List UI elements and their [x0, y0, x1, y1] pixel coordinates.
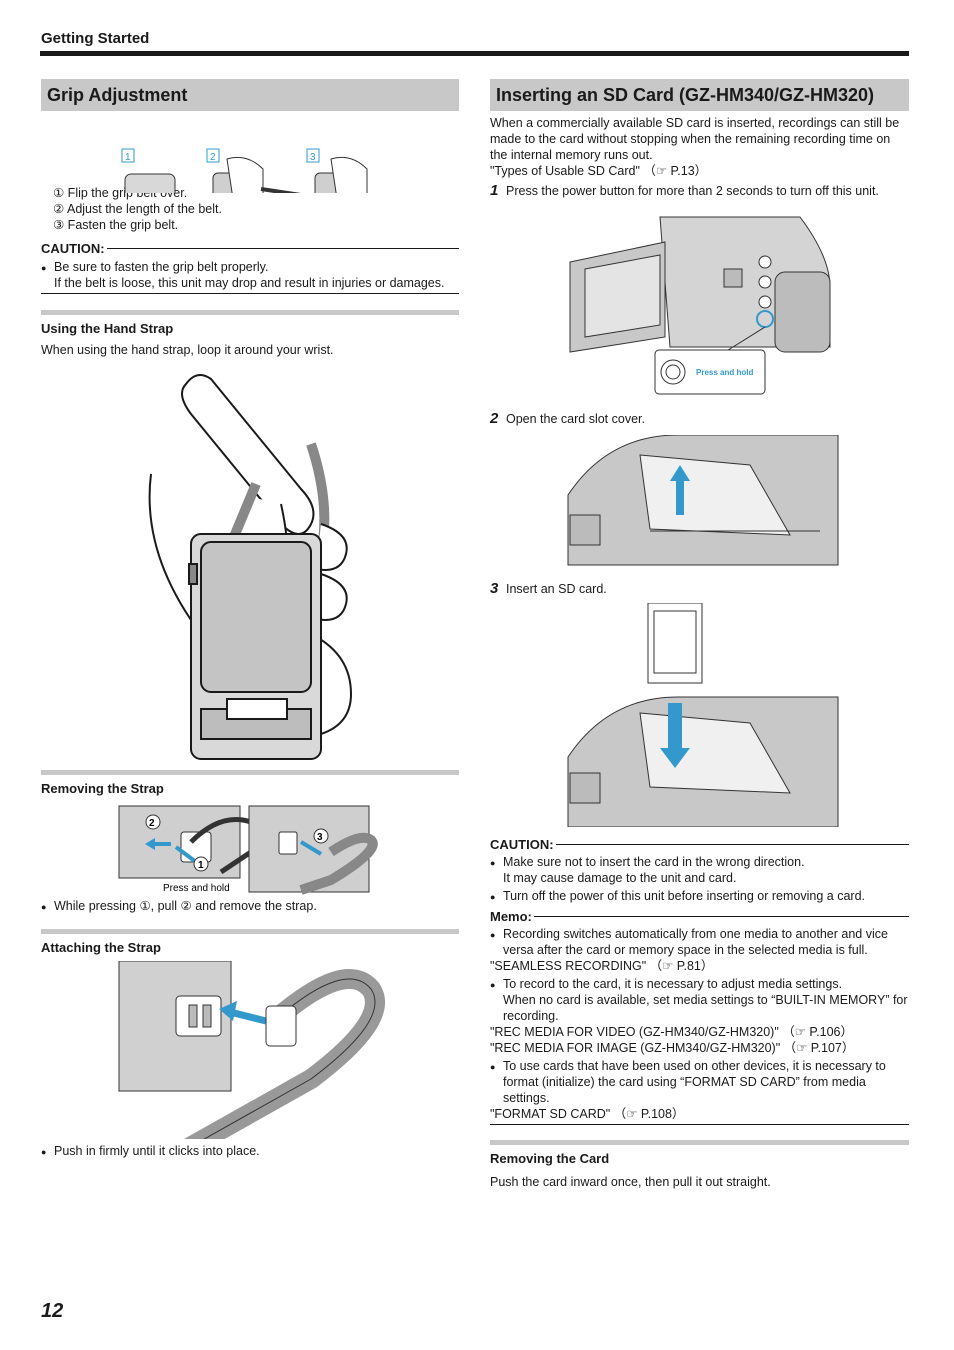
remove-mark-1: 1 [198, 860, 204, 871]
memo-2-ref-1[interactable]: "REC MEDIA FOR VIDEO (GZ-HM340/GZ-HM320)… [490, 1025, 853, 1039]
memo-heading: Memo: [490, 909, 909, 924]
grip-step-3: ③ Fasten the grip belt. [53, 218, 179, 232]
hand-strap-text: When using the hand strap, loop it aroun… [41, 343, 334, 357]
grip-label-2: 2 [210, 152, 216, 163]
card-slot-illustration [567, 435, 839, 566]
power-press-label: Press and hold [696, 368, 753, 377]
remove-press-label: Press and hold [163, 883, 230, 894]
sd-card-title: Inserting an SD Card (GZ-HM340/GZ-HM320) [490, 79, 909, 111]
sd-caution-heading: CAUTION: [490, 837, 909, 852]
removing-card-text: Push the card inward once, then pull it … [490, 1175, 771, 1189]
page-number: 12 [41, 1300, 64, 1322]
grip-caution-text-2: If the belt is loose, this unit may drop… [54, 276, 445, 290]
left-column: Grip Adjustment 1 2 3 ① Flip the gri [41, 79, 459, 1160]
sd-step-1: 1 Press the power button for more than 2… [490, 182, 879, 199]
grip-figure: 1 2 3 [41, 111, 459, 193]
removing-strap-title: Removing the Strap [41, 770, 459, 796]
attaching-strap-illustration [118, 961, 385, 1139]
hand-strap-title: Using the Hand Strap [41, 310, 459, 336]
memo-item-2: ● To record to the card, it is necessary… [490, 977, 908, 1023]
grip-caution-heading: CAUTION: [41, 241, 459, 256]
grip-caution-item: ● Be sure to fasten the grip belt proper… [41, 260, 445, 290]
sd-types-ref[interactable]: "Types of Usable SD Card" （☞ P.13） [490, 164, 708, 178]
attaching-strap-title: Attaching the Strap [41, 929, 459, 955]
caution-label: CAUTION: [41, 241, 105, 256]
header-rule [40, 51, 909, 56]
memo-item-3: ●To use cards that have been used on oth… [490, 1059, 886, 1105]
memo-2-ref-2[interactable]: "REC MEDIA FOR IMAGE (GZ-HM340/GZ-HM320)… [490, 1041, 855, 1055]
removing-card-title: Removing the Card [490, 1140, 909, 1166]
insert-card-illustration [567, 603, 839, 827]
camera-power-illustration: Press and hold [569, 216, 831, 395]
sd-step-2: 2 Open the card slot cover. [490, 410, 645, 427]
grip-illustration: 1 2 3 [121, 148, 368, 193]
memo-bottom-rule [490, 1124, 909, 1125]
sd-intro: When a commercially available SD card is… [490, 116, 900, 162]
attaching-strap-bullet: ●Push in firmly until it clicks into pla… [41, 1144, 260, 1158]
grip-caution-text-1: Be sure to fasten the grip belt properly… [54, 260, 269, 274]
grip-label-1: 1 [125, 152, 131, 163]
sd-caution-item-1: ● Make sure not to insert the card in th… [490, 855, 805, 885]
page-header-title: Getting Started [41, 30, 150, 47]
removing-strap-illustration: 2 1 Press and hold 3 [118, 805, 378, 895]
hand-strap-illustration [148, 374, 353, 760]
grip-label-3: 3 [310, 152, 316, 163]
right-column: Inserting an SD Card (GZ-HM340/GZ-HM320)… [490, 79, 909, 1190]
remove-mark-3: 3 [317, 832, 323, 843]
memo-item-1: ●Recording switches automatically from o… [490, 927, 888, 957]
memo-1-ref[interactable]: "SEAMLESS RECORDING" （☞ P.81） [490, 959, 714, 973]
grip-adjustment-title: Grip Adjustment [41, 79, 459, 111]
grip-step-2: ② Adjust the length of the belt. [53, 202, 222, 216]
sd-caution-item-2: ●Turn off the power of this unit before … [490, 889, 865, 903]
caution-bottom-rule [41, 293, 459, 294]
remove-mark-2: 2 [149, 818, 155, 829]
removing-strap-bullet: ●While pressing ①, pull ② and remove the… [41, 899, 317, 913]
memo-3-ref[interactable]: "FORMAT SD CARD" （☞ P.108） [490, 1107, 685, 1121]
sd-step-3: 3 Insert an SD card. [490, 580, 607, 597]
